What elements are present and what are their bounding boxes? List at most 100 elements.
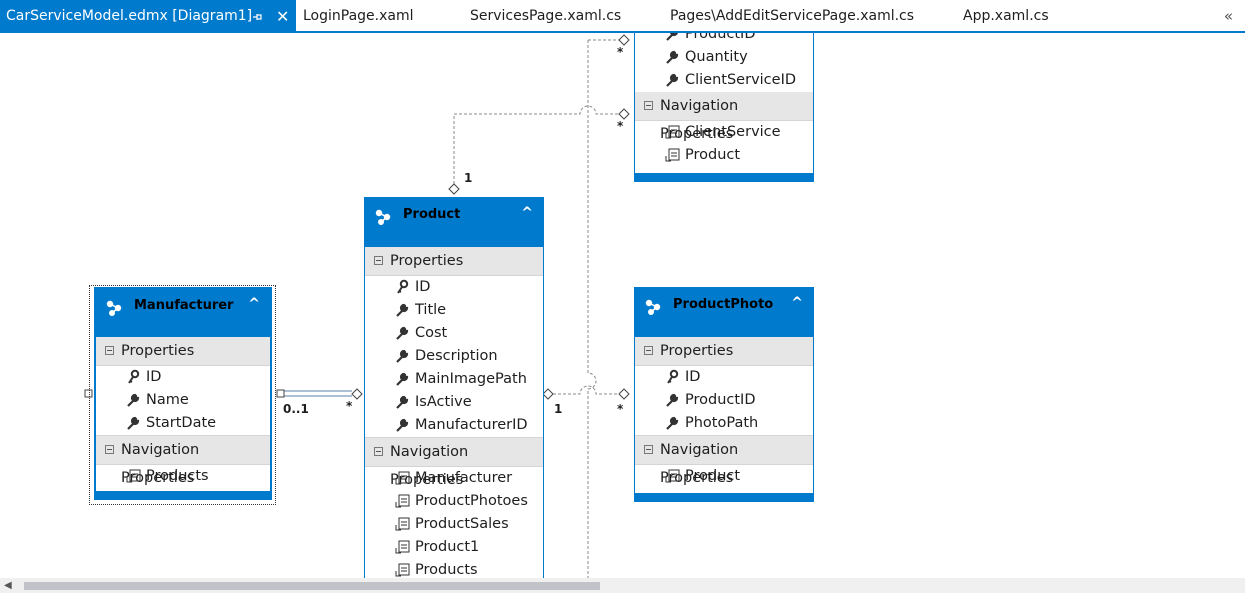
- navigation-row[interactable]: ProductPhotoes: [365, 490, 543, 513]
- property-row[interactable]: IsActive: [365, 391, 543, 414]
- tab-carservicemodel-edmx[interactable]: CarServiceModel.edmx [Diagram1] ✕: [0, 0, 296, 31]
- wrench-icon: [665, 412, 681, 435]
- navigation-row[interactable]: Product1: [365, 536, 543, 559]
- property-row[interactable]: ID: [365, 276, 543, 299]
- property-row[interactable]: PhotoPath: [635, 412, 813, 435]
- properties-header[interactable]: Properties: [365, 247, 543, 276]
- entity-title: ProductPhoto: [673, 297, 774, 312]
- navigation-properties-header[interactable]: Navigation Properties: [365, 437, 543, 488]
- navigation-properties-header[interactable]: Navigation Properties: [635, 92, 813, 142]
- property-row[interactable]: Quantity: [635, 46, 813, 69]
- navigation-row[interactable]: ProductSales: [365, 513, 543, 536]
- property-row[interactable]: Cost: [365, 322, 543, 345]
- scroll-left-icon[interactable]: ◀: [4, 580, 12, 591]
- navigation-label: Products: [146, 468, 209, 484]
- tab-app-xaml-cs[interactable]: App.xaml.cs: [963, 0, 1049, 31]
- navigation-row[interactable]: ClientService: [635, 121, 813, 144]
- property-row[interactable]: ID: [635, 366, 813, 389]
- navigation-property-icon: [126, 465, 142, 488]
- entity-type-icon: [373, 208, 393, 230]
- property-row[interactable]: ProductID: [635, 389, 813, 412]
- wrench-icon: [395, 368, 411, 391]
- property-row[interactable]: Name: [96, 389, 270, 412]
- chevron-up-icon[interactable]: ^: [521, 205, 533, 221]
- collapse-icon[interactable]: [374, 256, 383, 265]
- property-row[interactable]: MainImagePath: [365, 368, 543, 391]
- navigation-row[interactable]: Product: [635, 465, 813, 488]
- collapse-icon[interactable]: [374, 447, 383, 456]
- pin-icon[interactable]: [252, 0, 264, 33]
- wrench-icon: [395, 345, 411, 368]
- property-row[interactable]: ProductID: [635, 33, 813, 46]
- entity-product-photo[interactable]: ProductPhoto ^ Properties ID ProductID P…: [634, 287, 814, 502]
- horizontal-scrollbar[interactable]: ◀: [0, 578, 1245, 593]
- property-row[interactable]: ManufacturerID: [365, 414, 543, 437]
- property-label: Quantity: [685, 49, 748, 65]
- multiplicity-label: 1: [554, 402, 563, 416]
- wrench-icon: [126, 389, 142, 412]
- property-label: ClientServiceID: [685, 72, 797, 88]
- tab-addeditservicepage-xaml-cs[interactable]: Pages\AddEditServicePage.xaml.cs: [670, 0, 914, 31]
- navigation-property-icon: [665, 144, 681, 167]
- navigation-properties-header[interactable]: Navigation Properties: [635, 435, 813, 486]
- collapse-icon[interactable]: [644, 101, 653, 110]
- section-label: Properties: [390, 253, 464, 269]
- tab-loginpage-xaml[interactable]: LoginPage.xaml: [303, 0, 414, 31]
- collapse-icon[interactable]: [105, 346, 114, 355]
- entity-product[interactable]: Product ^ Properties ID Title Cost Descr…: [364, 197, 544, 578]
- property-label: Name: [146, 392, 189, 408]
- property-row[interactable]: StartDate: [96, 412, 270, 435]
- multiplicity-label: *: [346, 399, 353, 413]
- navigation-row[interactable]: Manufacturer: [365, 467, 543, 490]
- entity-header[interactable]: ProductPhoto ^: [635, 288, 813, 337]
- navigation-row[interactable]: Products: [365, 559, 543, 578]
- property-row[interactable]: Title: [365, 299, 543, 322]
- collapse-icon[interactable]: [644, 445, 653, 454]
- navigation-label: ClientService: [685, 124, 781, 140]
- wrench-icon: [395, 322, 411, 345]
- navigation-row[interactable]: Products: [96, 465, 270, 488]
- navigation-properties-header[interactable]: Navigation Properties: [96, 435, 270, 486]
- entity-header[interactable]: Manufacturer ^: [96, 289, 270, 337]
- property-label: ManufacturerID: [415, 417, 528, 433]
- navigation-label: ProductSales: [415, 516, 509, 532]
- wrench-icon: [665, 389, 681, 412]
- properties-header[interactable]: Properties: [635, 337, 813, 366]
- end-diamond: [618, 108, 630, 120]
- tab-overflow-icon[interactable]: «: [1223, 7, 1233, 25]
- navigation-row[interactable]: Product: [635, 144, 813, 167]
- property-label: ProductID: [685, 392, 756, 408]
- property-label: MainImagePath: [415, 371, 527, 387]
- wrench-icon: [395, 299, 411, 322]
- wrench-icon: [665, 69, 681, 92]
- property-row[interactable]: ClientServiceID: [635, 69, 813, 92]
- property-label: Cost: [415, 325, 448, 341]
- tab-label: LoginPage.xaml: [303, 8, 414, 24]
- property-row[interactable]: Description: [365, 345, 543, 368]
- collapse-icon[interactable]: [644, 346, 653, 355]
- multiplicity-label: 0..1: [283, 402, 309, 416]
- multiplicity-label: *: [617, 402, 624, 416]
- entity-header[interactable]: Product ^: [365, 198, 543, 247]
- property-label: IsActive: [415, 394, 472, 410]
- tab-servicespage-xaml-cs[interactable]: ServicesPage.xaml.cs: [470, 0, 621, 31]
- diagram-canvas[interactable]: * * 1 0..1 * 1 * ProductID Quantity Clie…: [0, 33, 1245, 578]
- chevron-up-icon[interactable]: ^: [791, 295, 803, 311]
- entity-type-icon: [643, 298, 663, 320]
- collapse-icon[interactable]: [105, 445, 114, 454]
- properties-header[interactable]: Properties: [96, 337, 270, 366]
- property-row[interactable]: ID: [96, 366, 270, 389]
- navigation-property-icon: [395, 490, 411, 513]
- chevron-up-icon[interactable]: ^: [248, 296, 260, 312]
- end-square: [276, 389, 285, 398]
- entity-client-service-product[interactable]: ProductID Quantity ClientServiceID Navig…: [634, 33, 814, 182]
- association-lines: [84, 34, 630, 578]
- entity-manufacturer[interactable]: Manufacturer ^ Properties ID Name StartD…: [94, 287, 272, 500]
- wrench-icon: [665, 33, 681, 46]
- scrollbar-thumb[interactable]: [24, 582, 600, 590]
- property-label: ID: [146, 369, 162, 385]
- section-label: Properties: [660, 343, 734, 359]
- close-icon[interactable]: ✕: [276, 7, 290, 26]
- entity-footer: [96, 491, 270, 498]
- multiplicity-label: 1: [464, 171, 473, 185]
